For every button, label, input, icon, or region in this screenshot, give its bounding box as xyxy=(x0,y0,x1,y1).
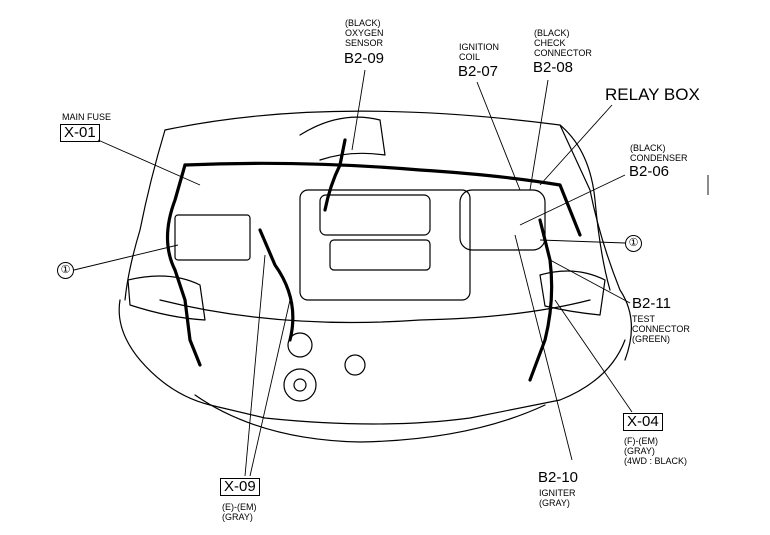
test-connector-code: B2-11 xyxy=(632,295,671,312)
leader-check-connector xyxy=(529,79,549,191)
intake-manifold xyxy=(329,239,431,271)
leader-x04 xyxy=(554,299,633,413)
wiring-harness-main xyxy=(183,161,582,237)
leader-main-fuse xyxy=(97,139,201,186)
igniter-code: B2-10 xyxy=(538,469,579,486)
lower-valance xyxy=(194,394,546,443)
front-grille xyxy=(159,299,591,324)
leader-ignition-coil xyxy=(476,81,521,191)
test-connector-line2: CONNECTOR xyxy=(632,324,690,334)
main-fuse-code: X-01 xyxy=(60,124,100,142)
x04-line1: (F)-(EM) xyxy=(624,436,658,446)
relay-box-label: RELAY BOX xyxy=(605,85,700,104)
condenser-line1: CONDENSER xyxy=(630,153,688,163)
leader-circle-right xyxy=(539,239,626,244)
ignition-coil-code: B2-07 xyxy=(458,63,499,80)
oxygen-sensor-code: B2-09 xyxy=(344,50,385,67)
idler-pulley xyxy=(287,332,313,358)
hood-outline xyxy=(164,110,633,361)
wiring-harness-o2 xyxy=(323,138,347,212)
right-fender xyxy=(559,124,611,291)
alternator-pulley xyxy=(283,368,317,402)
leader-test-connector xyxy=(549,259,631,304)
check-connector-line2: CONNECTOR xyxy=(534,48,592,58)
water-pump-pulley xyxy=(344,354,366,376)
left-fender xyxy=(124,129,166,301)
wiring-harness-right xyxy=(528,218,554,382)
leader-x09-b xyxy=(249,299,291,477)
condenser-code: B2-06 xyxy=(629,163,670,180)
x04-code: X-04 xyxy=(623,413,663,431)
wiring-harness-mid xyxy=(258,228,295,342)
x04-line3: (4WD : BLACK) xyxy=(624,456,688,466)
front-bumper xyxy=(118,299,626,425)
oxygen-sensor-line2: SENSOR xyxy=(345,38,384,48)
leader-oxygen-sensor xyxy=(351,69,366,151)
igniter-line1: IGNITER xyxy=(539,488,576,498)
test-connector-line1: TEST xyxy=(632,314,656,324)
x04-line2: (GRAY) xyxy=(624,446,655,456)
leader-x09-a xyxy=(244,254,266,477)
circle-marker-right: ① xyxy=(625,235,642,252)
test-connector-line3: (GREEN) xyxy=(632,334,670,344)
crank-pulley xyxy=(293,378,307,392)
leader-igniter xyxy=(514,234,573,461)
leader-relay-box xyxy=(539,104,613,186)
igniter-line2: (GRAY) xyxy=(539,498,570,508)
x09-line1: (E)-(EM) xyxy=(222,502,257,512)
ignition-coil-line2: COIL xyxy=(459,52,481,62)
leader-condenser xyxy=(519,174,626,226)
check-connector-code: B2-08 xyxy=(533,59,574,76)
headlight-right xyxy=(539,270,606,316)
main-fuse-label: MAIN FUSE xyxy=(62,112,112,122)
ignition-coil-line1: IGNITION xyxy=(459,42,499,52)
oxygen-sensor-line1: OXYGEN xyxy=(345,28,384,38)
headlight-left xyxy=(127,275,206,321)
leader-circle-left xyxy=(73,244,179,271)
battery xyxy=(174,214,251,261)
engine-block xyxy=(299,189,471,301)
oxygen-sensor-color: (BLACK) xyxy=(345,18,381,28)
air-cleaner xyxy=(459,189,546,251)
check-connector-line1: CHECK xyxy=(534,38,566,48)
valve-cover xyxy=(319,194,431,236)
x09-line2: (GRAY) xyxy=(222,512,253,522)
check-connector-color: (BLACK) xyxy=(534,28,570,38)
condenser-color: (BLACK) xyxy=(630,143,666,153)
circle-marker-left: ① xyxy=(57,262,74,279)
x09-code: X-09 xyxy=(220,478,260,496)
wiring-harness-left xyxy=(165,163,202,367)
